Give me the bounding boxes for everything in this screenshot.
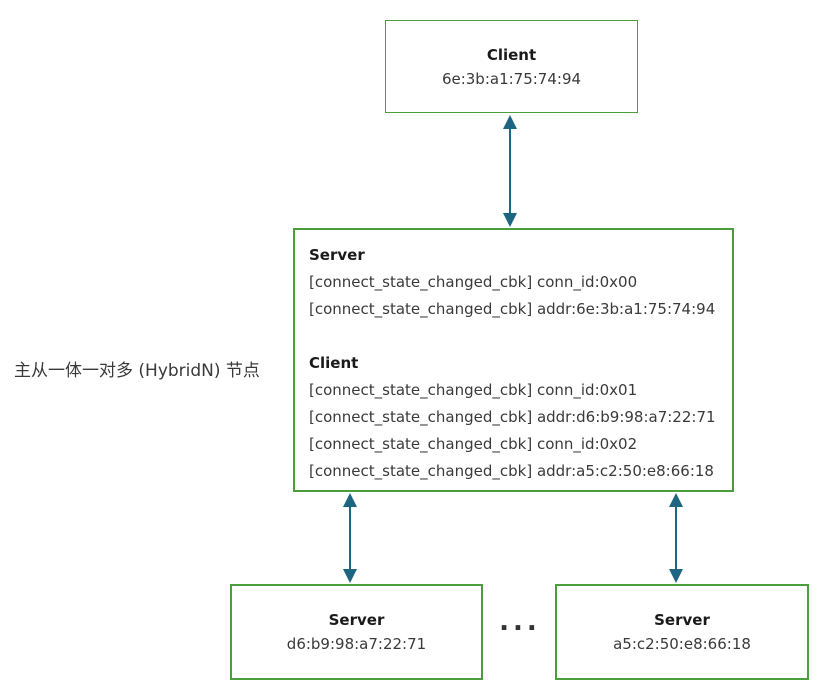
server-node-1-title: Server bbox=[328, 611, 385, 629]
hybrid-node-box: Server [connect_state_changed_cbk] conn_… bbox=[293, 228, 734, 492]
section-spacer bbox=[309, 323, 718, 350]
server-node-1-address: d6:b9:98:a7:22:71 bbox=[286, 635, 427, 653]
hybrid-client-section-title: Client bbox=[309, 354, 359, 372]
server-node-2-box: Server a5:c2:50:e8:66:18 bbox=[555, 584, 809, 680]
log-line: [connect_state_changed_cbk] conn_id:0x02 bbox=[309, 435, 638, 453]
log-line: [connect_state_changed_cbk] conn_id:0x00 bbox=[309, 273, 638, 291]
server-node-1-box: Server d6:b9:98:a7:22:71 bbox=[230, 584, 483, 680]
hybrid-node-label: 主从一体一对多 (HybridN) 节点 bbox=[14, 361, 260, 381]
client-node-title: Client bbox=[486, 45, 537, 64]
log-line: [connect_state_changed_cbk] conn_id:0x01 bbox=[309, 381, 638, 399]
bidirectional-arrow-hybrid-server1 bbox=[343, 493, 357, 583]
arrow-head-down bbox=[503, 213, 517, 227]
arrow-head-up bbox=[669, 493, 683, 507]
bidirectional-arrow-client-hybrid bbox=[503, 115, 517, 227]
bidirectional-arrow-hybrid-server2 bbox=[669, 493, 683, 583]
more-servers-ellipsis: ... bbox=[499, 607, 541, 637]
log-line: [connect_state_changed_cbk] addr:a5:c2:5… bbox=[309, 462, 714, 480]
client-node-box: Client 6e:3b:a1:75:74:94 bbox=[385, 20, 638, 113]
arrow-head-down bbox=[669, 569, 683, 583]
server-node-2-title: Server bbox=[654, 611, 710, 629]
log-line: [connect_state_changed_cbk] addr:d6:b9:9… bbox=[309, 408, 716, 426]
arrow-head-down bbox=[343, 569, 357, 583]
arrow-head-up bbox=[343, 493, 357, 507]
server-node-2-address: a5:c2:50:e8:66:18 bbox=[613, 635, 751, 653]
hybrid-server-section-title: Server bbox=[309, 246, 365, 264]
log-line: [connect_state_changed_cbk] addr:6e:3b:a… bbox=[309, 300, 716, 318]
client-node-address: 6e:3b:a1:75:74:94 bbox=[441, 69, 582, 88]
arrow-head-up bbox=[503, 115, 517, 129]
